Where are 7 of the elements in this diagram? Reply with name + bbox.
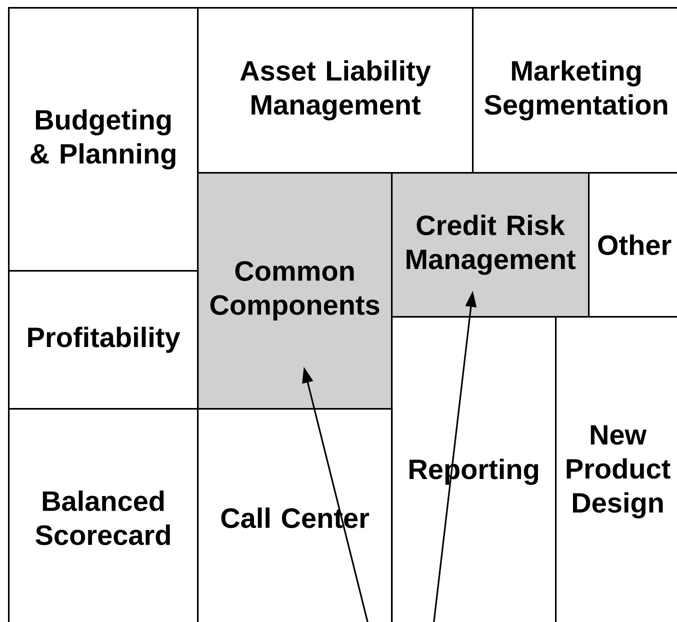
category-box: Other — [588, 172, 677, 318]
category-box: Budgeting & Planning — [8, 7, 199, 272]
category-box: Balanced Scorecard — [8, 408, 199, 622]
category-box: Asset Liability Management — [197, 7, 474, 174]
category-box: Profitability — [8, 270, 199, 410]
category-box: Credit Risk Management — [391, 172, 590, 318]
category-box: Common Components — [197, 172, 393, 410]
